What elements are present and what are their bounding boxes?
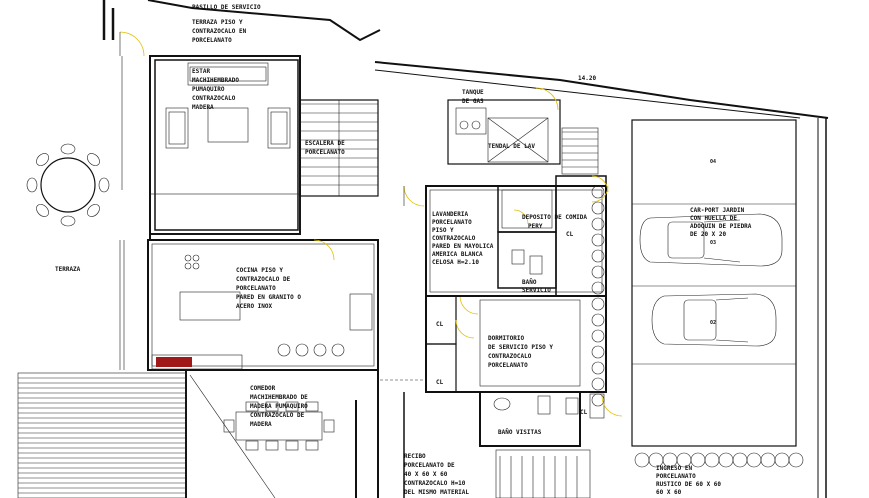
label-carport-4: DE 20 X 20 <box>690 231 727 238</box>
label-dorm-4: PORCELANATO <box>488 362 528 369</box>
label-estar: ESTAR <box>192 68 210 75</box>
label-cl: CL <box>436 321 444 328</box>
label-dorm-2: DE SERVICIO PISO Y <box>488 344 553 351</box>
label-lav-7: CELOSA H=2.10 <box>432 259 479 266</box>
label-comedor-3: MADERA PUMAQUIRO <box>250 403 308 410</box>
label-terraza: TERRAZA <box>55 266 81 273</box>
label-tanque-2: DE GAS <box>462 98 484 105</box>
door-arc <box>119 31 145 57</box>
label-pasillo: PASILLO DE SERVICIO <box>192 4 261 11</box>
label-cl: CL <box>566 231 574 238</box>
car-icon <box>651 293 777 347</box>
label-lav-3: PISO Y <box>432 227 454 234</box>
deck-hatch <box>17 372 187 498</box>
label-recibo-2: PORCELANATO DE <box>404 462 455 469</box>
label-terraza-top-2: CONTRAZOCALO EN <box>192 28 247 35</box>
terrace-table <box>26 143 110 227</box>
label-estar-5: MADERA <box>192 104 214 111</box>
label-dimension: 14.20 <box>578 75 596 82</box>
label-cocina-3: PORCELANATO <box>236 285 276 292</box>
red-appliance <box>156 357 192 367</box>
label-cocina: COCINA PISO Y <box>236 267 283 274</box>
label-terraza-top: TERRAZA PISO Y <box>192 19 243 26</box>
label-terraza-top-3: PORCELANATO <box>192 37 232 44</box>
label-recibo-3: 40 X 60 X 60 <box>404 471 448 478</box>
label-tanque: TANQUE <box>462 89 484 96</box>
label-deposito-2: PERY <box>528 223 543 230</box>
label-slot-04: 04 <box>710 159 716 165</box>
label-slot-02: 02 <box>710 320 716 326</box>
label-carport: CAR-PORT JARDIN <box>690 207 745 214</box>
label-tendal: TENDAL DE LAV <box>488 143 535 150</box>
label-estar-4: CONTRAZOCALO <box>192 95 236 102</box>
label-lav-2: PORCELANATO <box>432 219 472 226</box>
label-bano-visitas: BAÑO VISITAS <box>498 429 542 436</box>
label-recibo: RECIBO <box>404 453 426 460</box>
label-ingreso-4: 60 X 60 <box>656 489 682 496</box>
label-bano-servicio-2: SERVICIO <box>522 287 551 294</box>
label-lavanderia: LAVANDERIA <box>432 211 469 218</box>
label-escalera-2: PORCELANATO <box>305 149 345 156</box>
label-bano-servicio: BAÑO <box>522 279 537 286</box>
estar-room <box>121 55 301 240</box>
label-ingreso-3: RUSTICO DE 60 X 60 <box>656 481 721 488</box>
label-cl: CL <box>580 409 588 416</box>
label-comedor-5: MADERA <box>250 421 272 428</box>
label-lav-6: AMERICA BLANCA <box>432 251 483 258</box>
kitchen <box>119 239 379 371</box>
label-lav-5: PARED EN MAYOLICA <box>432 243 494 250</box>
label-cocina-2: CONTRAZOCALO DE <box>236 276 291 283</box>
service-area <box>425 99 607 297</box>
exterior-walls <box>102 0 829 498</box>
label-cocina-5: ACERO INOX <box>236 303 273 310</box>
label-comedor: COMEDOR <box>250 385 276 392</box>
label-cocina-4: PARED EN GRANITO O <box>236 294 301 301</box>
label-estar-3: PUMAQUIRO <box>192 86 225 93</box>
label-lav-4: CONTRAZOCALO <box>432 235 476 242</box>
recibo <box>403 392 591 498</box>
label-carport-3: ADOQUIN DE PIEDRA <box>690 223 752 230</box>
label-recibo-5: DEL MISMO MATERIAL <box>404 489 469 496</box>
label-estar-2: MACHIHEMBRADO <box>192 77 239 84</box>
label-recibo-4: CONTRAZOCALO H=10 <box>404 480 466 487</box>
label-deposito: DEPOSITO DE COMIDA <box>522 214 587 221</box>
car-icon <box>639 213 783 267</box>
carport <box>631 119 804 468</box>
label-ingreso-2: PORCELANATO <box>656 473 696 480</box>
label-slot-03: 03 <box>710 240 716 246</box>
label-escalera: ESCALERA DE <box>305 140 345 147</box>
label-ingreso: INGRESO EN <box>656 465 693 472</box>
room-labels: PASILLO DE SERVICIO TERRAZA PISO Y CONTR… <box>55 4 752 496</box>
label-comedor-2: MACHIHEMBRADO DE <box>250 394 308 401</box>
label-dorm-3: CONTRAZOCALO <box>488 353 532 360</box>
label-cl: CL <box>436 379 444 386</box>
stair <box>299 99 379 197</box>
label-comedor-4: CONTRAZOCALO DE <box>250 412 305 419</box>
bano-visitas-room <box>479 391 605 447</box>
label-carport-2: CON HUELLA DE <box>690 215 737 222</box>
label-dormitorio: DORMITORIO <box>488 335 525 342</box>
